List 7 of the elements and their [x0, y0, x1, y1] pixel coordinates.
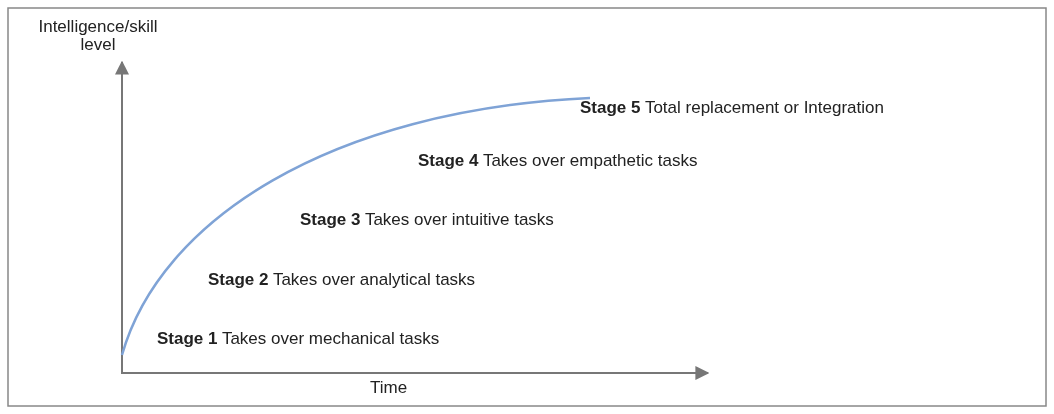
stage-label: Stage 3 Takes over intuitive tasks [300, 210, 554, 230]
stage-label: Stage 5 Total replacement or Integration [580, 98, 884, 118]
stage-label: Stage 2 Takes over analytical tasks [208, 270, 476, 290]
stage-label: Stage 4 Takes over empathetic tasks [418, 151, 698, 171]
axis-title: Intelligence/skill level [38, 18, 158, 54]
axis-title: Time [370, 378, 408, 398]
stage-label: Stage 1 Takes over mechanical tasks [157, 329, 440, 349]
